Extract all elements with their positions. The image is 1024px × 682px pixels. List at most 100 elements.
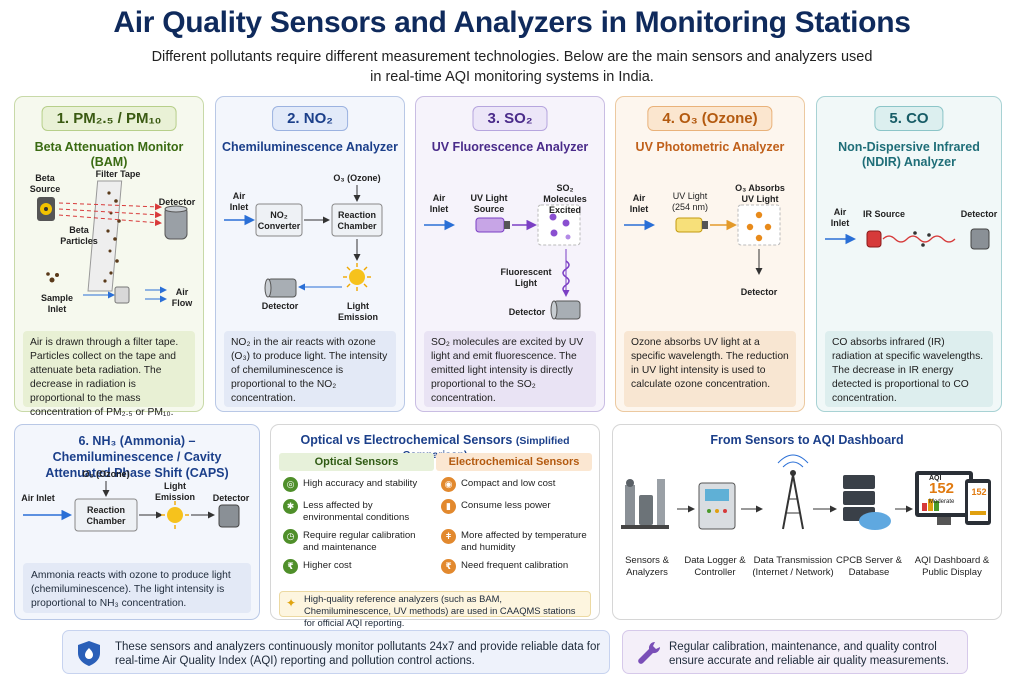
o3-diagram (624, 204, 781, 275)
card-co-badge: 5. CO (874, 106, 944, 131)
nh3-chamber-label: Reaction Chamber (86, 505, 126, 526)
no2-converter-label: NO₂ Converter (257, 210, 301, 231)
footer-calibration: Regular calibration, maintenance, and qu… (622, 630, 968, 674)
page-subtitle: Different pollutants require different m… (151, 49, 873, 85)
no2-detector-label: Detector (261, 301, 299, 311)
lightbulb-icon: ✦ (286, 596, 297, 610)
page-title: Air Quality Sensors and Analyzers in Mon… (113, 6, 911, 39)
calibration-icon: ₹ (441, 559, 456, 574)
card-no2: 2. NO₂ Chemiluminescence Analyzer Air In… (215, 96, 405, 412)
so2-air-inlet-label: Air Inlet (429, 193, 449, 214)
so2-uv-source-label: UV Light Source (470, 193, 508, 214)
pm-sample-inlet-label: Sample Inlet (40, 293, 73, 314)
phone-aqi-value: 152 (971, 487, 987, 497)
pm-beta-particles-label: Beta Particles (60, 225, 98, 246)
card-pm: 1. PM₂.₅ / PM₁₀ Beta Attenuation Monitor… (14, 96, 204, 418)
so2-excited-label: SO₂ Molecules Excited (543, 183, 587, 215)
pipeline-step-sensors: Sensors & Analyzers (625, 555, 669, 578)
pm-diagram (37, 180, 188, 304)
pipeline-step-transmission: Data Transmission (Internet / Network) (752, 555, 834, 578)
data-logger-icon (698, 482, 736, 530)
card-so2: 3. SO₂ UV Fluorescence Analyzer Air Inle… (415, 96, 605, 412)
card-pipeline: From Sensors to AQI Dashboard AQI 152 Mo… (612, 424, 1002, 620)
o3-uv-light-label: UV Light (254 nm) (671, 191, 708, 212)
shield-icon (78, 641, 100, 666)
nh3-detector-icon (218, 504, 240, 528)
card-o3-badge: 4. O₃ (Ozone) (647, 106, 773, 131)
sun-icon (161, 501, 189, 529)
pm-filter-tape-label: Filter Tape (95, 169, 141, 179)
no2-description: NO₂ in the air reacts with ozone (O₃) to… (224, 331, 396, 407)
nh3-description: Ammonia reacts with ozone to produce lig… (23, 563, 251, 613)
wrench-icon (638, 641, 661, 664)
footer-calibration-text: Regular calibration, maintenance, and qu… (669, 641, 949, 667)
dashboard-aqi-value: 152 (929, 480, 955, 497)
no2-air-inlet-label: Air Inlet (229, 191, 249, 212)
server-icon (843, 475, 891, 530)
so2-detector-label: Detector (508, 307, 546, 317)
pipeline-step-dashboard: AQI Dashboard & Public Display (914, 555, 990, 578)
comparison-note: ✦High-quality reference analyzers (such … (279, 591, 591, 628)
tower-icon (777, 454, 809, 530)
co-ir-source-label: IR Source (862, 209, 905, 219)
o3-air-inlet-label: Air Inlet (629, 193, 649, 214)
no2-emission-label: Light Emission (338, 301, 379, 322)
dashboard-icon (915, 471, 991, 525)
co-air-inlet-label: Air Inlet (830, 207, 850, 228)
nh3-detector-label: Detector (212, 493, 250, 503)
comparison-title-main: Optical vs Electrochemical Sensors (300, 433, 513, 447)
pipeline-step-server: CPCB Server & Database (836, 555, 902, 578)
no2-chamber-label: Reaction Chamber (337, 210, 377, 231)
card-no2-method: Chemiluminescence Analyzer (222, 140, 398, 154)
nh3-emission-label: Light Emission (155, 481, 196, 502)
co-detector-icon (970, 228, 990, 250)
money-icon: ₹ (283, 559, 298, 574)
uv-lamp-icon (475, 217, 510, 233)
pipeline-title: From Sensors to AQI Dashboard (710, 433, 904, 447)
card-co: 5. CO Non-Dispersive Infrared (NDIR) Ana… (816, 96, 1002, 412)
no2-diagram (224, 185, 383, 298)
so2-detector-icon (550, 300, 581, 320)
optical-header: Optical Sensors (279, 453, 434, 471)
o3-detector-label: Detector (740, 287, 778, 297)
particles-icon (46, 272, 59, 283)
sun-icon (343, 263, 371, 291)
card-pm-badge: 1. PM₂.₅ / PM₁₀ (41, 106, 177, 131)
ir-source-icon (866, 230, 882, 248)
co-description: CO absorbs infrared (IR) radiation at sp… (825, 331, 993, 407)
o3-absorbs-label: O₃ Absorbs UV Light (735, 183, 785, 204)
dashboard-aqi-label: AQI (929, 475, 942, 482)
pipeline-diagram (621, 454, 991, 530)
pm-description: Air is drawn through a filter tape. Part… (23, 331, 195, 418)
card-o3: 4. O₃ (Ozone) UV Photometric Analyzer Ai… (615, 96, 805, 412)
o3-description: Ozone absorbs UV light at a specific wav… (624, 331, 796, 407)
card-pm-method: Beta Attenuation Monitor (BAM) (34, 140, 184, 169)
pm-detector-label: Detector (158, 197, 196, 207)
card-no2-badge: 2. NO₂ (272, 106, 348, 131)
pm-air-flow-label: Air Flow (171, 287, 193, 308)
so2-diagram (424, 204, 581, 320)
pm-beta-source-label: Beta Source (29, 173, 61, 194)
pipeline-step-logger: Data Logger & Controller (684, 555, 746, 578)
card-o3-method: UV Photometric Analyzer (635, 140, 785, 154)
electro-header: Electrochemical Sensors (436, 453, 592, 471)
battery-icon: ▮ (441, 499, 456, 514)
nh3-ozone-label: O₃ (Ozone) (82, 469, 130, 479)
card-so2-method: UV Fluorescence Analyzer (431, 140, 589, 154)
sensors-icon (621, 479, 669, 529)
card-so2-badge: 3. SO₂ (472, 106, 548, 131)
clock-icon: ◷ (283, 529, 298, 544)
card-nh3: 6. NH₃ (Ammonia) – Chemiluminescence / C… (14, 424, 260, 620)
thermometer-icon: ǂ (441, 529, 456, 544)
footer-monitoring: These sensors and analyzers continuously… (62, 630, 610, 674)
nh3-air-inlet-label: Air Inlet (21, 493, 55, 503)
so2-fluorescent-label: Fluorescent Light (500, 267, 552, 288)
co-diagram (825, 228, 990, 250)
no2-ozone-label: O₃ (Ozone) (333, 173, 381, 183)
detector-icon (164, 205, 188, 240)
card-comparison: Optical vs Electrochemical Sensors (Simp… (270, 424, 600, 628)
radiation-source-icon (37, 197, 55, 221)
no2-detector-icon (264, 278, 297, 298)
uv-lamp-icon (675, 217, 708, 233)
